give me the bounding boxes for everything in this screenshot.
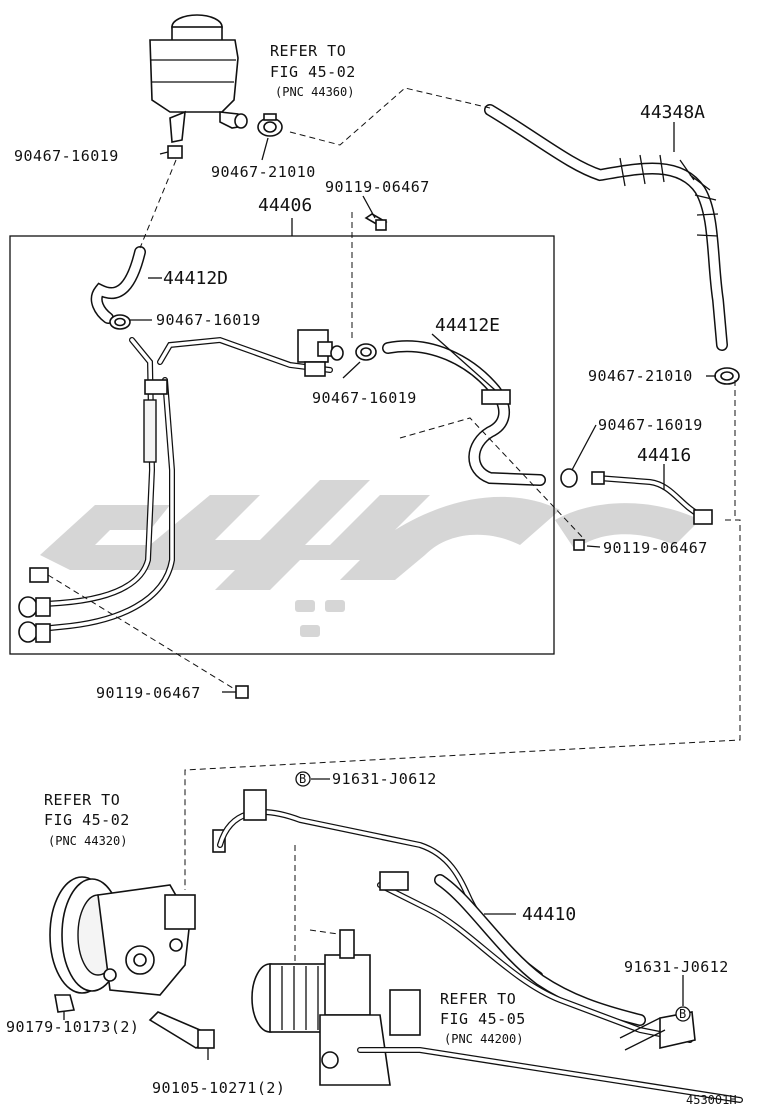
hose-clamp-icon <box>257 113 283 137</box>
marker-b-right: B <box>675 1006 691 1022</box>
svg-text:REFER TO: REFER TO <box>270 42 346 60</box>
label-gear-refer[interactable]: REFER TO FIG 45-05 (PNC 44200) <box>440 990 526 1046</box>
part-label-90119-06467[interactable]: 90119-06467 <box>603 539 708 557</box>
reservoir-tank <box>149 14 248 159</box>
part-label-44348A[interactable]: 44348A <box>640 102 705 123</box>
part-label-90467-16019[interactable]: 90467-16019 <box>14 147 119 165</box>
figure-code: 453001H <box>686 1093 737 1107</box>
marker-b-top: B <box>295 771 311 787</box>
bolt-icon <box>364 213 388 231</box>
leader-lines <box>63 122 716 1060</box>
part-label-90179-10173[interactable]: 90179-10173(2) <box>6 1018 139 1036</box>
svg-text:(PNC 44320): (PNC 44320) <box>48 834 127 848</box>
assembly-box-44406 <box>9 235 555 655</box>
part-label-90467-21010[interactable]: 90467-21010 <box>211 163 316 181</box>
label-pump-refer[interactable]: REFER TO FIG 45-02 (PNC 44320) <box>44 791 130 848</box>
label-reservoir-refer[interactable]: REFER TO FIG 45-02 (PNC 44360) <box>270 42 356 99</box>
svg-text:(PNC 44360): (PNC 44360) <box>275 85 354 99</box>
part-label-90467-16019[interactable]: 90467-16019 <box>312 389 417 407</box>
part-label-44412D[interactable]: 44412D <box>163 268 228 289</box>
part-label-90467-16019[interactable]: 90467-16019 <box>598 416 703 434</box>
bolt-icon <box>54 994 76 1013</box>
bolt-icon <box>148 1011 215 1049</box>
tube-assembly-44406 <box>18 336 333 643</box>
valve-bracket <box>297 329 344 377</box>
svg-text:FIG 45-05: FIG 45-05 <box>440 1010 526 1028</box>
hose-44412D <box>90 246 146 324</box>
hose-44412E <box>382 340 546 486</box>
part-label-90119-06467[interactable]: 90119-06467 <box>325 178 430 196</box>
hose-44348A <box>484 104 728 351</box>
svg-text:FIG 45-02: FIG 45-02 <box>270 63 356 81</box>
part-label-90467-21010[interactable]: 90467-21010 <box>588 367 693 385</box>
svg-text:B: B <box>679 1007 686 1021</box>
power-steering-pump <box>49 829 226 996</box>
svg-text:B: B <box>299 772 306 786</box>
dashed-guides <box>47 87 741 965</box>
part-label-44416[interactable]: 44416 <box>637 445 691 466</box>
hose-clamp-icon <box>109 314 131 330</box>
part-label-44410[interactable]: 44410 <box>522 904 576 925</box>
hose-44410 <box>217 789 696 1051</box>
part-label-90467-16019[interactable]: 90467-16019 <box>156 311 261 329</box>
watermark-logo <box>40 480 700 637</box>
svg-text:REFER TO: REFER TO <box>440 990 516 1008</box>
svg-text:FIG 45-02: FIG 45-02 <box>44 811 130 829</box>
bolt-icon <box>235 685 249 699</box>
part-label-44412E[interactable]: 44412E <box>435 315 500 336</box>
hose-clamp-icon <box>560 468 578 488</box>
part-label-90105-10271[interactable]: 90105-10271(2) <box>152 1079 285 1097</box>
hose-clamp-icon <box>714 367 740 385</box>
steering-gear <box>251 929 743 1103</box>
svg-text:REFER TO: REFER TO <box>44 791 120 809</box>
part-label-44406[interactable]: 44406 <box>258 195 312 216</box>
part-label-91631-J0612[interactable]: 91631-J0612 <box>624 958 729 976</box>
part-label-90119-06467[interactable]: 90119-06467 <box>96 684 201 702</box>
tube-44416 <box>591 471 713 525</box>
bolt-icon <box>573 539 585 551</box>
svg-text:(PNC 44200): (PNC 44200) <box>444 1032 523 1046</box>
part-label-91631-J0612[interactable]: 91631-J0612 <box>332 770 437 788</box>
hose-clamp-icon <box>355 343 377 361</box>
